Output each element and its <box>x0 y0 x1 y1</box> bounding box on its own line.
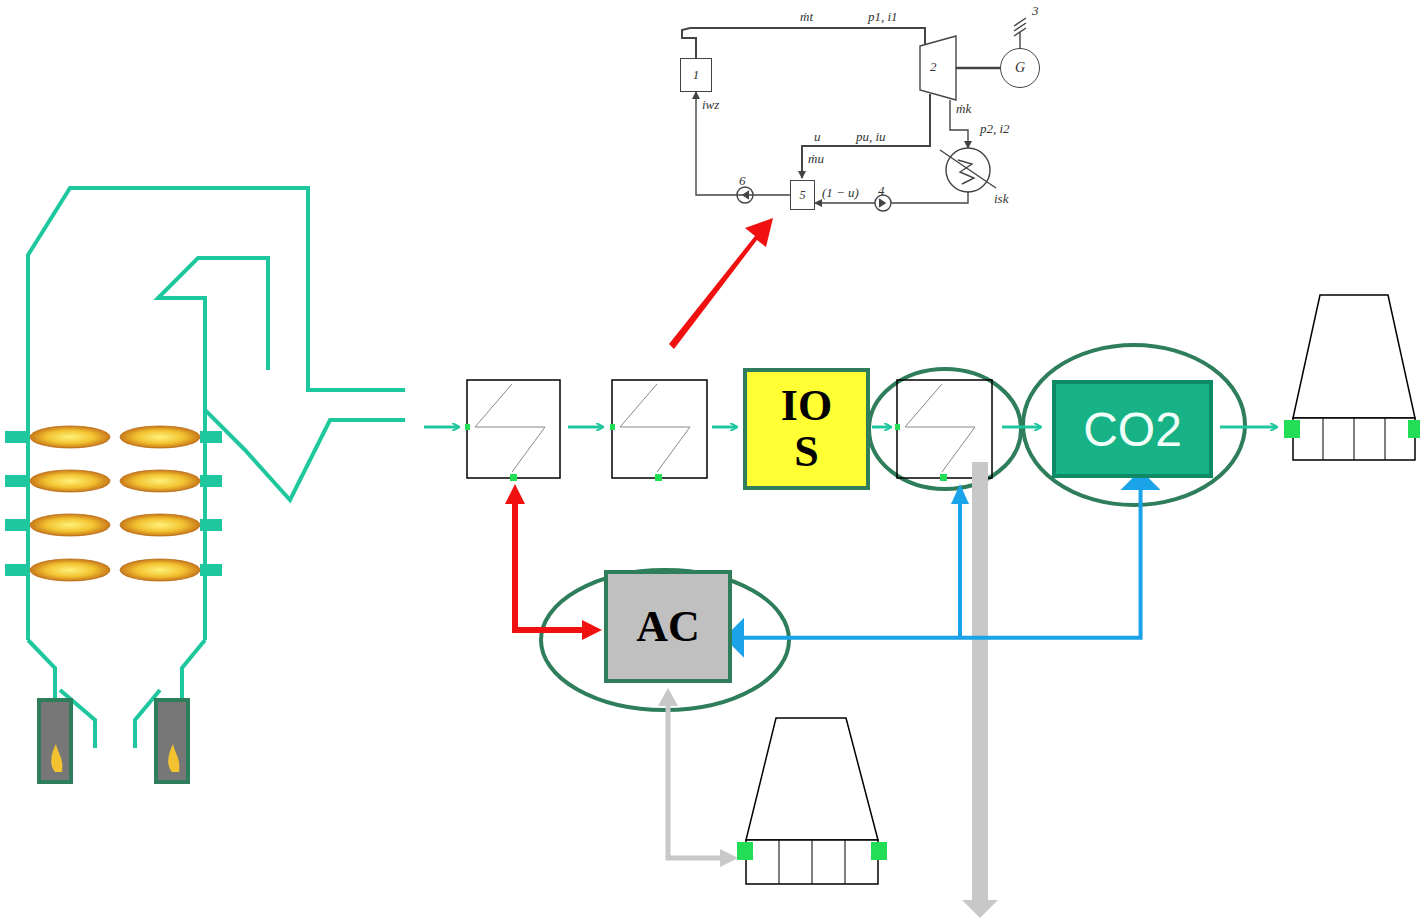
node-label: AC <box>636 601 700 652</box>
desulfurization-box: IO S <box>743 368 870 490</box>
highlight-ellipses <box>541 345 1245 710</box>
callout-label: ṁt <box>800 10 813 24</box>
callout-label: iwz <box>702 98 719 112</box>
node-label: CO2 <box>1083 402 1182 457</box>
callout-label: ṁu <box>808 152 824 166</box>
cooling-water-branch <box>951 484 969 637</box>
component-box: 1 <box>680 58 712 92</box>
callout-label: 6 <box>739 174 746 188</box>
mixer-box: 5 <box>790 180 815 210</box>
callout-label: pu, iu <box>856 130 886 144</box>
callout-label: isk <box>994 192 1008 206</box>
feedwater-line <box>696 92 790 195</box>
grey-arrows <box>658 462 998 918</box>
cooling-towers <box>737 295 1420 884</box>
absorption-chiller-box: AC <box>604 570 732 683</box>
boiler-outline <box>28 188 405 748</box>
generator-circle: G <box>1000 48 1040 88</box>
callout-label: 3 <box>1032 4 1039 18</box>
node-label: G <box>1015 60 1025 76</box>
co2-capture-box: CO2 <box>1052 380 1213 478</box>
callout-label: 4 <box>878 184 885 198</box>
node-label: 1 <box>693 67 700 83</box>
callout-label: ṁk <box>956 102 971 116</box>
callout-label: p2, i2 <box>980 122 1010 136</box>
burner-flames <box>5 426 222 581</box>
cycle-schematic <box>682 18 1026 211</box>
callout-label: (1 − u) <box>822 186 859 200</box>
bottom-burners <box>39 700 188 782</box>
node-label: 5 <box>800 188 806 203</box>
callout-label: u <box>814 130 821 144</box>
callout-label: 2 <box>930 60 937 74</box>
heat-exchangers <box>467 380 992 478</box>
ports <box>465 424 947 481</box>
node-label: IO S <box>772 383 842 475</box>
callout-label: p1, i1 <box>868 10 898 24</box>
cooling-water-line <box>732 478 1141 638</box>
